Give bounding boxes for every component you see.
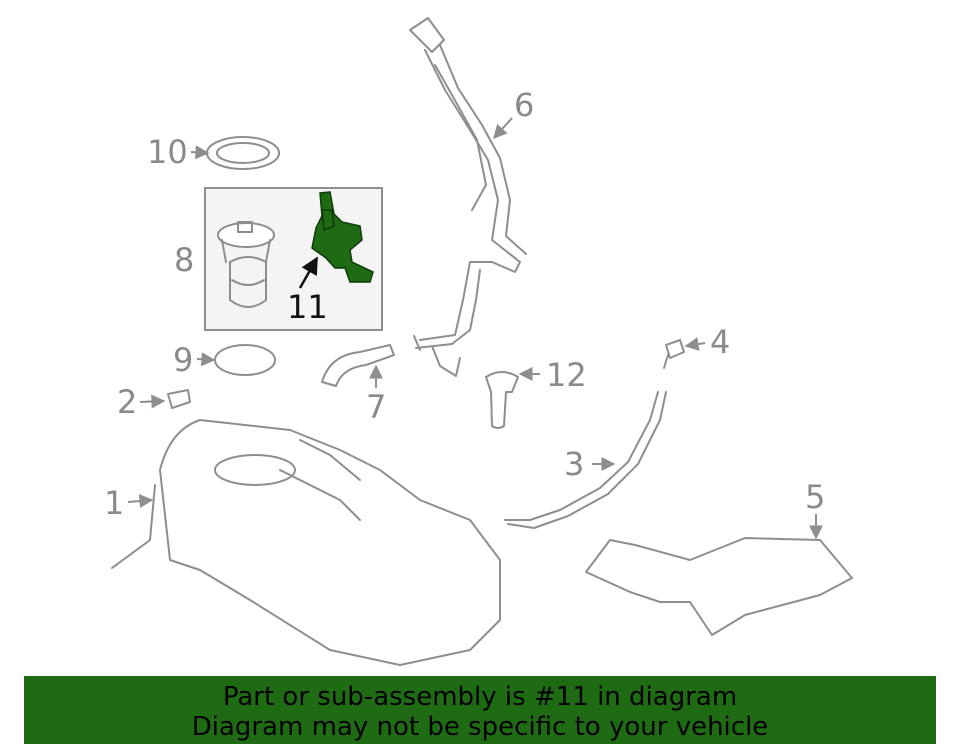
callout-7: 7 (366, 388, 386, 426)
callout-9: 9 (173, 341, 193, 379)
bolt-part (663, 339, 685, 369)
callout-10: 10 (147, 133, 188, 171)
callout-12: 12 (546, 356, 587, 394)
callout-3: 3 (564, 445, 584, 483)
callout-11-leader (298, 256, 319, 289)
filler-neck-pipe-part (409, 17, 527, 377)
callout-2: 2 (117, 383, 137, 421)
callout-1: 1 (104, 484, 124, 522)
callout-11: 11 (287, 288, 328, 326)
highlight-notice-banner: Part or sub-assembly is #11 in diagram D… (24, 676, 936, 744)
hose-part (321, 344, 395, 387)
callout-9-leader (196, 352, 216, 367)
callout-4-leader (684, 337, 706, 351)
fuel-tank-part (111, 419, 501, 666)
callout-2-leader (139, 394, 166, 409)
callout-10-leader (190, 145, 210, 160)
strainer-part (485, 371, 519, 429)
banner-line-2: Diagram may not be specific to your vehi… (191, 712, 769, 742)
fuel-level-sender-part (311, 191, 374, 283)
callout-6-leader (493, 117, 513, 140)
pad-part (167, 389, 191, 409)
callout-5: 5 (805, 478, 825, 516)
callout-8: 8 (174, 241, 194, 279)
banner-line-1: Part or sub-assembly is #11 in diagram (222, 682, 738, 712)
fuel-pump-module-part (217, 221, 275, 308)
callout-1-leader (127, 494, 154, 509)
callout-6: 6 (514, 86, 534, 124)
strap-part (504, 391, 667, 529)
lock-ring-part (206, 136, 280, 170)
heat-shield-part (585, 537, 853, 636)
gasket-part (214, 344, 276, 376)
callout-4: 4 (710, 323, 730, 361)
